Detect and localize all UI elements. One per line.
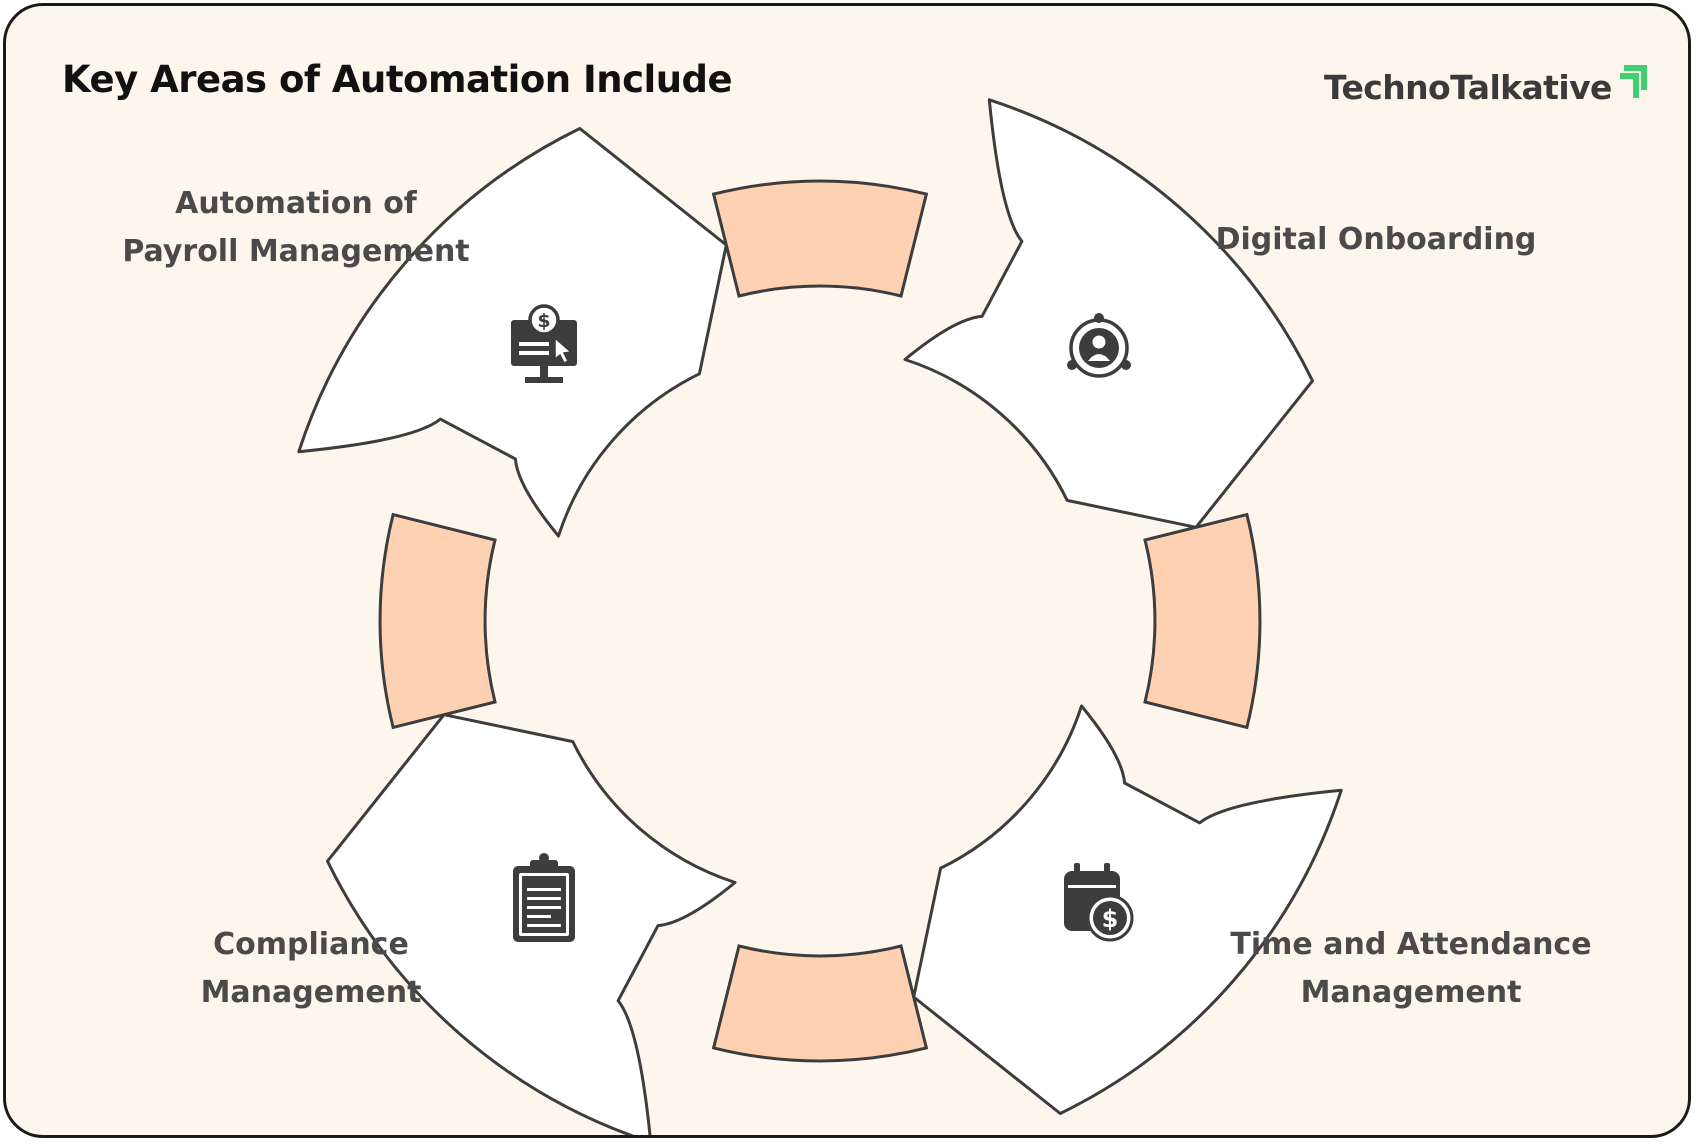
clipboard-icon [513, 853, 575, 942]
ring-segment-left [378, 512, 497, 730]
label-payroll: Automation of Payroll Management [122, 186, 470, 269]
ring-segment-top [711, 179, 929, 298]
arrow-head-onboarding [903, 98, 1314, 529]
brand-name: TechnoTalkative [1324, 68, 1612, 107]
label-compliance: Compliance Management [200, 927, 422, 1010]
calendar-dollar-icon: $ [1064, 863, 1134, 942]
page-title: Key Areas of Automation Include [62, 58, 733, 101]
svg-text:$: $ [537, 310, 550, 332]
brand-logo: TechnoTalkative [1324, 60, 1654, 116]
cycle-diagram: $ $ [297, 98, 1343, 1135]
payroll-monitor-icon: $ [511, 304, 577, 383]
diagram-canvas: Key Areas of Automation Include TechnoTa… [3, 3, 1691, 1138]
label-time-attendance: Time and Attendance Management [1230, 927, 1592, 1010]
onboarding-person-icon [1067, 313, 1131, 378]
ring-segment-right [1143, 512, 1262, 730]
brand-arrow-icon [1620, 65, 1647, 98]
label-onboarding: Digital Onboarding [1215, 222, 1537, 257]
ring-segment-bottom [711, 944, 929, 1063]
svg-text:$: $ [1102, 905, 1119, 933]
